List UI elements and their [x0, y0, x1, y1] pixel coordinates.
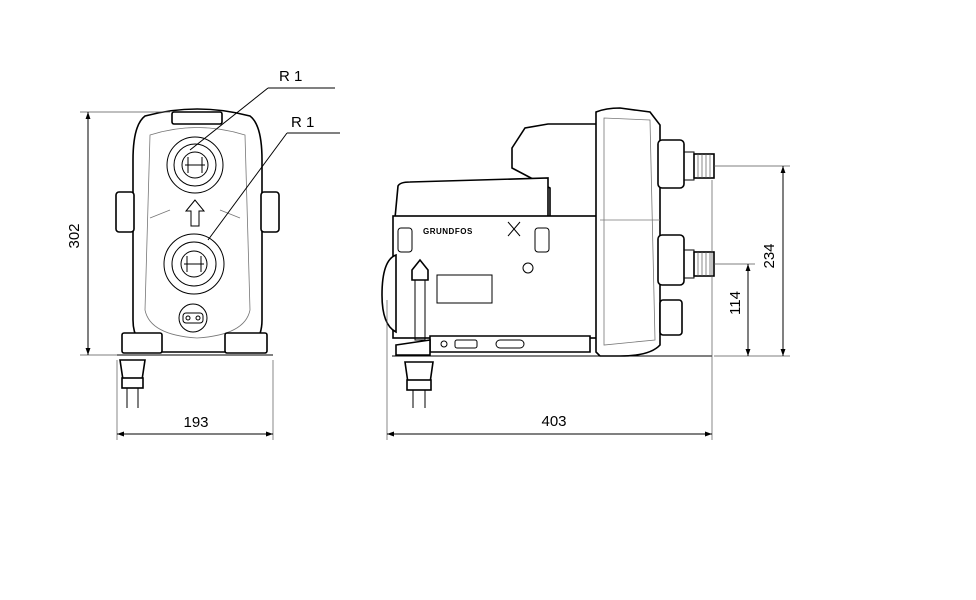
brand-x-icon — [507, 221, 521, 237]
outlet-port-front — [166, 136, 224, 194]
power-plug-icon — [119, 359, 146, 408]
front-height-label: 302 — [66, 223, 83, 248]
thread-label-bottom: R 1 — [291, 114, 314, 131]
brand-logo: GRUNDFOS — [423, 227, 473, 236]
inlet-port-front — [163, 233, 225, 295]
thread-label-top: R 1 — [279, 68, 302, 85]
outlet-height-dimension: 234 — [714, 165, 790, 357]
control-knob-icon — [178, 303, 208, 333]
inlet-thread — [683, 249, 715, 279]
power-plug-side-icon — [404, 361, 434, 408]
outlet-thread — [683, 151, 715, 181]
outlet-height-label: 234 — [761, 243, 778, 268]
flow-arrow-icon — [184, 199, 206, 227]
front-height-dimension: 302 — [66, 111, 170, 356]
side-length-label: 403 — [541, 413, 566, 430]
front-width-dimension: 193 — [116, 360, 274, 440]
inlet-height-label: 114 — [727, 291, 744, 315]
side-length-dimension: 403 — [386, 180, 713, 440]
front-view: R 1 R 1 — [115, 68, 340, 408]
side-view: GRUNDFOS — [381, 107, 715, 408]
inlet-height-dimension: 114 — [714, 263, 755, 356]
front-width-label: 193 — [183, 414, 208, 431]
